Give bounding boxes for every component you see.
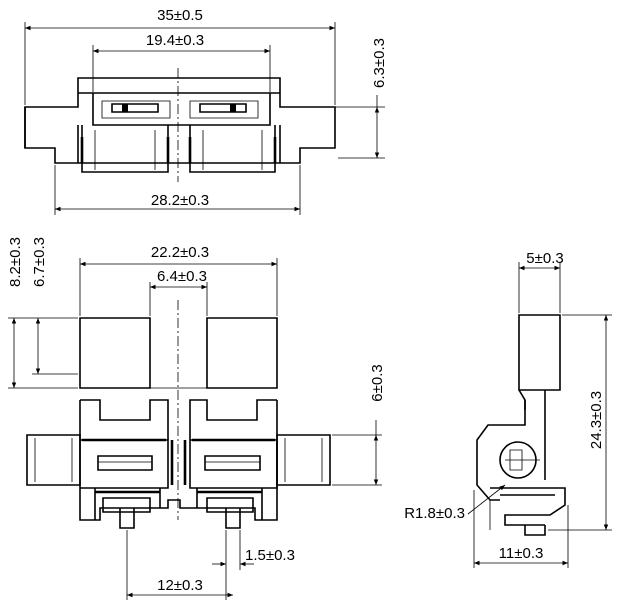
dim-front-height-outer: 8.2±0.3: [7, 237, 24, 287]
dim-front-height-inner: 6.7±0.3: [31, 237, 48, 287]
dim-top-height: 6.3±0.3: [371, 38, 388, 88]
dim-front-body-width: 22.2±0.3: [151, 244, 209, 261]
dim-front-right-height: 6±0.3: [369, 364, 386, 401]
front-view: 22.2±0.3 6.4±0.3 8.2±0.3 6.7±0.3 6±0.3 1…: [7, 237, 386, 600]
dim-front-terminal-spacing: 12±0.3: [157, 577, 203, 594]
dim-side-base-width: 11±0.3: [499, 545, 544, 562]
top-view: 35±0.5 19.4±0.3 6.3±0.3 28.2±0.3: [24, 7, 388, 215]
dim-top-base-width: 28.2±0.3: [151, 192, 209, 209]
side-view: 5±0.3 24.3±0.3 R1.8±0.3 11±0.3: [404, 250, 612, 568]
dim-front-terminal-width: 1.5±0.3: [245, 547, 295, 564]
dim-side-radius: R1.8±0.3: [404, 505, 465, 522]
dim-front-slot-gap: 6.4±0.3: [157, 268, 207, 285]
dim-side-height: 24.3±0.3: [588, 391, 605, 449]
dim-side-top-width: 5±0.3: [526, 250, 563, 267]
dim-top-overall-width: 35±0.5: [157, 7, 203, 24]
dim-top-contact-spacing: 19.4±0.3: [146, 32, 204, 49]
